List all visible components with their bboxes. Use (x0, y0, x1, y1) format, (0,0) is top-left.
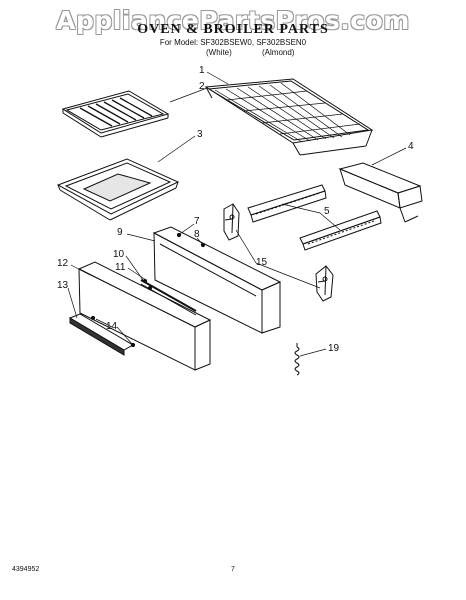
callout-9: 9 (117, 227, 123, 238)
model-line: For Model: SF302BSEW0, SF302BSEN0 (159, 38, 307, 47)
callout-13: 13 (57, 280, 69, 291)
leader-lines (67, 71, 407, 357)
door-spring (294, 343, 300, 376)
door-frame-panel (152, 226, 282, 334)
callout-11: 11 (115, 262, 126, 273)
broiler-grid (61, 90, 170, 138)
callout-7: 7 (194, 216, 200, 227)
side-rail-upper (247, 184, 327, 223)
door-hinge-bar (140, 279, 197, 316)
callout-14: 14 (106, 321, 118, 332)
document-number: 4394952 (12, 566, 40, 573)
variant-almond: (Almond) (262, 48, 295, 57)
page-number: 7 (231, 566, 235, 573)
callout-4: 4 (408, 141, 414, 152)
outer-door-panel (77, 261, 212, 371)
callout-12: 12 (57, 258, 69, 269)
callout-2: 2 (199, 81, 205, 92)
rack-support-bracket (338, 162, 423, 223)
hinge-bracket-left (223, 203, 240, 241)
callout-19: 19 (328, 343, 340, 354)
side-rail-lower (299, 210, 382, 251)
hinge-bracket-right (315, 265, 334, 302)
page-title: OVEN & BROILER PARTS (137, 22, 329, 37)
callout-3: 3 (197, 129, 203, 140)
variant-white: (White) (206, 48, 232, 57)
callout-15: 15 (256, 257, 268, 268)
callout-1: 1 (199, 65, 205, 76)
oven-rack (204, 78, 374, 156)
watermark: AppliancePartsPros.com (56, 6, 410, 35)
callout-5: 5 (324, 206, 330, 217)
callout-10: 10 (113, 249, 125, 260)
callout-8: 8 (194, 229, 200, 240)
broiler-pan (56, 158, 180, 221)
